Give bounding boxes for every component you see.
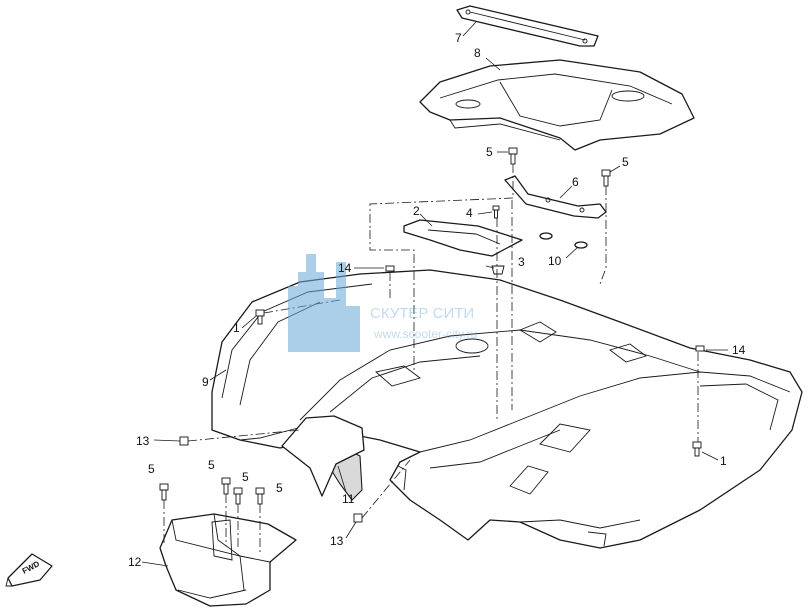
fasteners (159, 147, 705, 523)
callout-1-right: 1 (720, 454, 727, 468)
callout-12: 12 (128, 555, 142, 569)
fwd-arrow: FWD (5, 553, 53, 587)
callout-3: 3 (518, 255, 525, 269)
callout-11: 11 (342, 492, 355, 506)
callout-labels: 7 8 5 5 6 2 4 3 10 14 1 14 9 13 1 5 5 5 … (128, 31, 746, 569)
callout-13-bottom: 13 (330, 534, 344, 548)
watermark-name: СКУТЕР СИТИ (370, 305, 474, 322)
clip-13-bottom (353, 513, 363, 523)
watermark: СКУТЕР СИТИ www.scooter-city.ru (288, 254, 477, 352)
callout-6: 6 (572, 175, 579, 189)
leader-lines (141, 21, 728, 567)
bolt-5-box-c (233, 487, 243, 505)
clip-14-left (385, 265, 395, 272)
callout-5-box-a: 5 (148, 462, 155, 476)
callout-5-top: 5 (486, 145, 493, 159)
callout-5-box-d: 5 (276, 481, 283, 495)
part-11-mud-flap (281, 415, 365, 501)
watermark-url: www.scooter-city.ru (373, 327, 477, 341)
callout-13-left: 13 (136, 434, 150, 448)
clip-13-left (179, 436, 189, 446)
bolt-1-right (692, 441, 702, 457)
part-6-bracket (504, 175, 607, 219)
bolt-5-right (601, 169, 611, 187)
callout-1-left: 1 (233, 321, 240, 335)
screw-4 (492, 205, 500, 219)
watermark-city-logo (288, 254, 360, 352)
callout-2: 2 (413, 204, 420, 218)
callout-7: 7 (455, 31, 462, 45)
callout-5-box-b: 5 (208, 458, 215, 472)
part-8-rear-cover (419, 59, 695, 151)
callout-14-left: 14 (338, 261, 352, 275)
bolt-5-box-a (159, 483, 169, 501)
bolt-5-top (508, 147, 518, 165)
clip-14-right (695, 345, 705, 352)
callout-9: 9 (202, 375, 209, 389)
callout-14-right: 14 (732, 343, 746, 357)
callout-8: 8 (474, 46, 481, 60)
bolt-5-box-b (221, 477, 231, 495)
part-10-washers (539, 232, 588, 249)
part-12-storage-box (159, 513, 297, 607)
callout-5-box-c: 5 (242, 470, 249, 484)
nut-3 (491, 265, 505, 275)
part-2-plate (403, 219, 523, 257)
callout-10: 10 (548, 254, 562, 268)
callout-5-right: 5 (622, 155, 629, 169)
bolt-5-box-d (255, 487, 265, 505)
callout-4: 4 (466, 206, 473, 220)
part-7-strip-bracket (456, 5, 599, 47)
